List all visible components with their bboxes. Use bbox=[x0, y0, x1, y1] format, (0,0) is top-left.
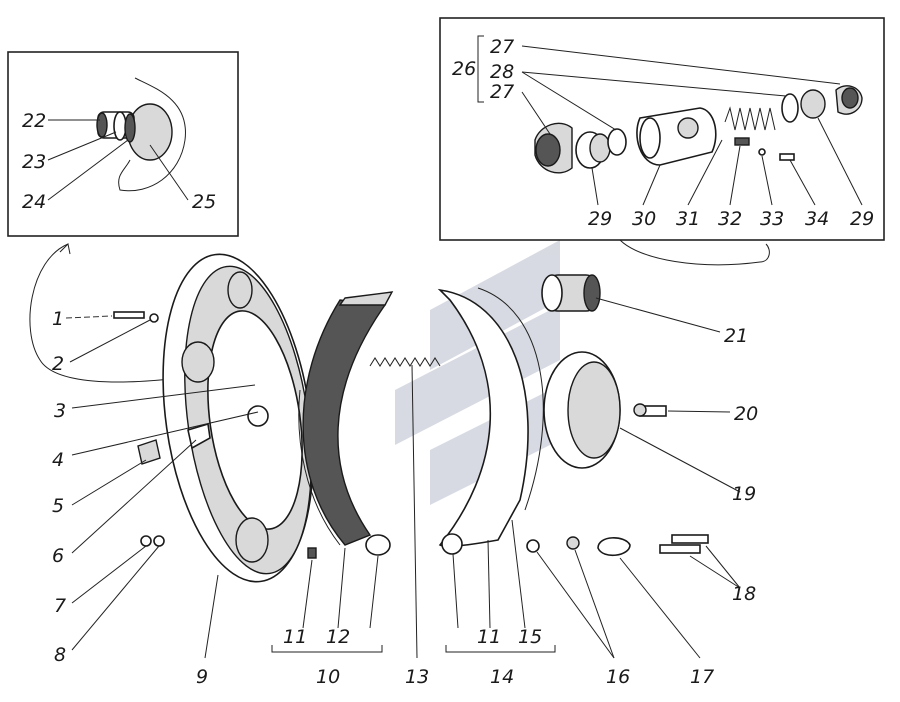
washer-16a bbox=[526, 539, 540, 553]
label-15: 15 bbox=[518, 626, 542, 648]
brake-shoe-14 bbox=[437, 287, 544, 555]
seal-28-left bbox=[607, 128, 627, 156]
rivet-11-left bbox=[307, 547, 317, 559]
callout-labels: 1 2 3 4 5 6 7 8 9 10 11 12 13 14 11 15 1… bbox=[22, 36, 874, 688]
label-7: 7 bbox=[54, 595, 66, 617]
plate-17 bbox=[597, 537, 631, 557]
label-29-right: 29 bbox=[850, 208, 874, 230]
label-25: 25 bbox=[192, 191, 216, 213]
label-8: 8 bbox=[54, 644, 66, 666]
screw-34 bbox=[779, 153, 795, 161]
bolt-18a bbox=[659, 544, 701, 554]
watermark-logo bbox=[395, 240, 560, 505]
inset-left-connector bbox=[29, 243, 181, 383]
inset-nut-24 bbox=[124, 113, 136, 143]
label-3: 3 bbox=[54, 400, 66, 422]
cap-33 bbox=[758, 148, 766, 156]
label-5: 5 bbox=[52, 495, 64, 517]
label-14: 14 bbox=[490, 666, 514, 688]
ring-19 bbox=[543, 351, 621, 469]
washer-7 bbox=[140, 535, 152, 547]
label-27-top: 27 bbox=[490, 36, 514, 58]
label-4: 4 bbox=[52, 449, 64, 471]
label-33: 33 bbox=[760, 208, 784, 230]
label-19: 19 bbox=[732, 483, 756, 505]
label-23: 23 bbox=[22, 151, 46, 173]
label-34: 34 bbox=[805, 208, 829, 230]
brake-shoe-10 bbox=[298, 291, 394, 556]
label-11-right: 11 bbox=[477, 626, 501, 648]
label-11-left: 11 bbox=[283, 626, 307, 648]
label-1: 1 bbox=[52, 308, 64, 330]
label-20: 20 bbox=[734, 403, 758, 425]
spring-31 bbox=[724, 106, 776, 131]
label-31: 31 bbox=[676, 208, 700, 230]
seal-28-right bbox=[781, 93, 799, 123]
inset-right-connector bbox=[619, 239, 770, 266]
label-18: 18 bbox=[732, 583, 756, 605]
backing-plate-9 bbox=[162, 253, 314, 583]
inset-frame-right bbox=[439, 17, 885, 241]
label-2: 2 bbox=[52, 353, 64, 375]
label-16: 16 bbox=[606, 666, 630, 688]
screw-1 bbox=[113, 311, 145, 319]
label-9: 9 bbox=[196, 666, 208, 688]
inset-detail-right bbox=[439, 17, 885, 241]
label-28: 28 bbox=[490, 61, 514, 83]
washer-16b bbox=[566, 536, 580, 550]
piston-29-right bbox=[800, 89, 826, 119]
label-26: 26 bbox=[452, 58, 476, 80]
leader-lines bbox=[47, 45, 863, 659]
washer-2 bbox=[149, 313, 159, 323]
inset-seal-23 bbox=[113, 111, 127, 141]
wheel-cylinder-21 bbox=[541, 274, 601, 312]
inset-detail-left bbox=[7, 51, 239, 237]
label-30: 30 bbox=[632, 208, 656, 230]
label-17: 17 bbox=[690, 666, 714, 688]
label-32: 32 bbox=[718, 208, 742, 230]
plate-5 bbox=[137, 439, 161, 465]
cylinder-mount bbox=[181, 341, 215, 383]
label-24: 24 bbox=[22, 191, 46, 213]
bracket-26 bbox=[477, 35, 484, 103]
return-spring-13 bbox=[369, 357, 441, 367]
label-21: 21 bbox=[724, 325, 748, 347]
label-12: 12 bbox=[326, 626, 350, 648]
bleeder-32 bbox=[734, 137, 750, 146]
label-27-bottom: 27 bbox=[490, 81, 514, 103]
label-10: 10 bbox=[316, 666, 340, 688]
bolt-18b bbox=[671, 534, 709, 544]
inset-frame-left bbox=[7, 51, 239, 237]
label-22: 22 bbox=[22, 110, 46, 132]
label-13: 13 bbox=[405, 666, 429, 688]
label-29-left: 29 bbox=[588, 208, 612, 230]
label-6: 6 bbox=[52, 545, 64, 567]
nut-8 bbox=[153, 535, 165, 547]
